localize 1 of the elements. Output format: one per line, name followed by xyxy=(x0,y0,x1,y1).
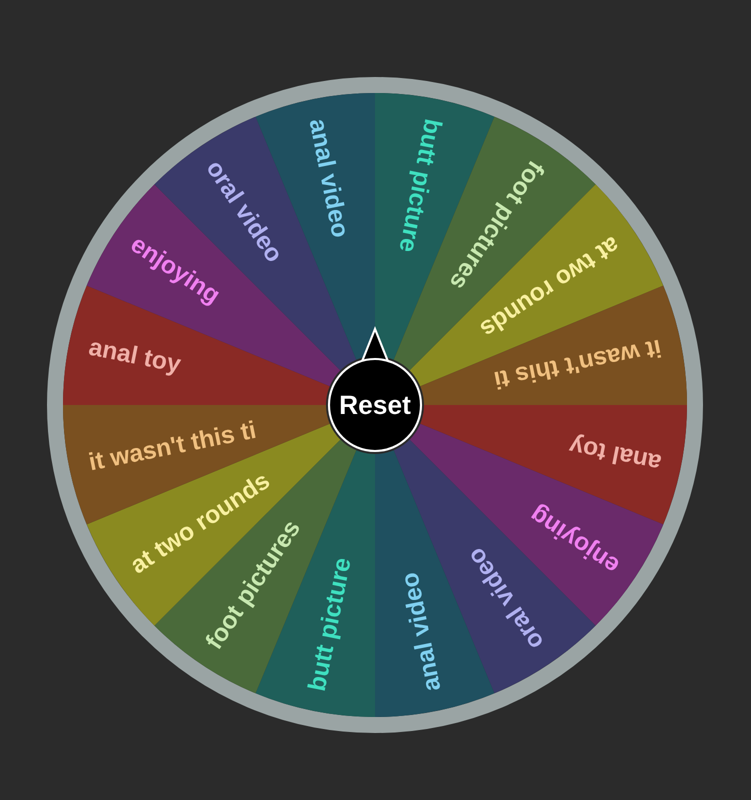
reset-button: Reset xyxy=(328,326,422,452)
